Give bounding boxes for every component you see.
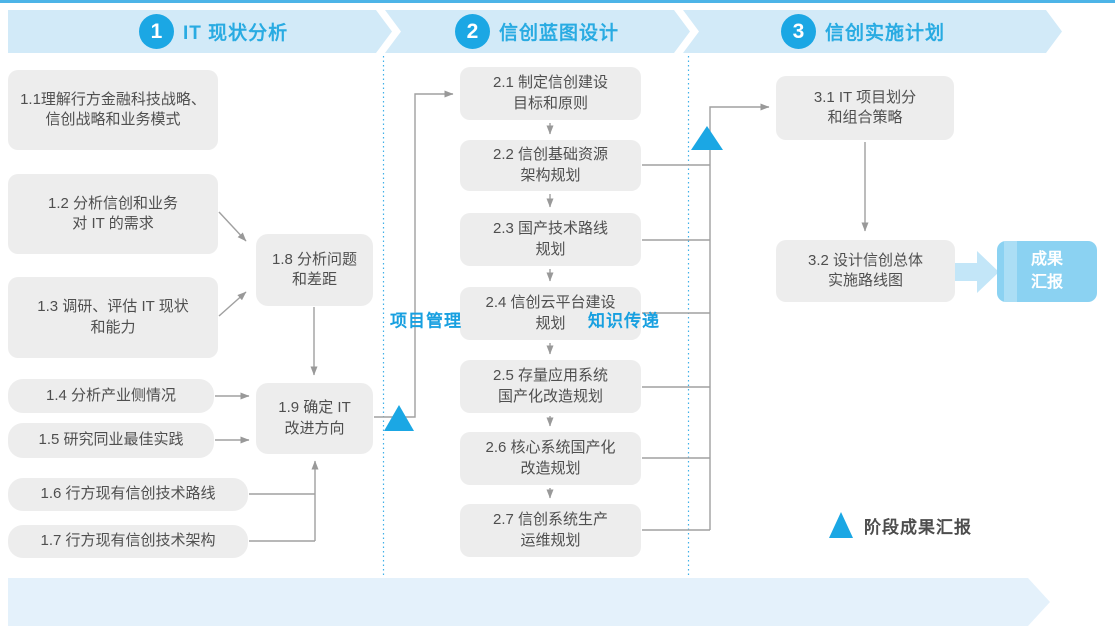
task-box-3-1: 3.1 IT 项目划分 和组合策略 <box>776 76 954 140</box>
task-box-1-7: 1.7 行方现有信创技术架构 <box>8 525 248 558</box>
milestone-triangle-phase2-icon <box>691 126 723 150</box>
legend: 阶段成果汇报 <box>829 512 972 538</box>
phase-3-title: 信创实施计划 <box>825 23 946 44</box>
task-box-2-2: 2.2 信创基础资源 架构规划 <box>460 140 641 191</box>
task-box-2-3: 2.3 国产技术路线 规划 <box>460 213 641 266</box>
milestone-triangle-legend-icon <box>829 512 853 538</box>
legend-label: 阶段成果汇报 <box>864 517 972 537</box>
task-box-3-2: 3.2 设计信创总体 实施路线图 <box>776 240 955 302</box>
result-report-box: 成果 汇报 <box>997 241 1097 302</box>
task-box-2-6: 2.6 核心系统国产化 改造规划 <box>460 432 641 485</box>
task-box-1-1: 1.1理解行方金融科技战略、 信创战略和业务模式 <box>8 70 218 150</box>
phase-1-title: IT 现状分析 <box>183 23 289 44</box>
task-box-2-7: 2.7 信创系统生产 运维规划 <box>460 504 641 557</box>
task-box-2-4: 2.4 信创云平台建设 规划 <box>460 287 641 340</box>
phase-3-number-badge: 3 <box>781 14 816 49</box>
footer-label-knowledge-transfer: 知识传递 <box>588 311 660 331</box>
phase-2-header: 2 信创蓝图设计 <box>385 10 690 53</box>
task-box-1-5: 1.5 研究同业最佳实践 <box>8 423 214 458</box>
task-box-1-3: 1.3 调研、评估 IT 现状 和能力 <box>8 277 218 358</box>
result-arrow-icon <box>955 251 999 293</box>
task-box-1-2: 1.2 分析信创和业务 对 IT 的需求 <box>8 174 218 254</box>
phase-2-number-badge: 2 <box>455 14 490 49</box>
task-box-2-1: 2.1 制定信创建设 目标和原则 <box>460 67 641 120</box>
top-edge-strip <box>0 0 1115 3</box>
task-box-1-9: 1.9 确定 IT 改进方向 <box>256 383 373 454</box>
milestone-triangle-phase1-icon <box>384 405 414 431</box>
task-box-2-5: 2.5 存量应用系统 国产化改造规划 <box>460 360 641 413</box>
footer-band <box>8 578 1050 626</box>
footer-label-project-management: 项目管理 <box>390 311 462 331</box>
task-box-1-8: 1.8 分析问题 和差距 <box>256 234 373 306</box>
task-box-1-6: 1.6 行方现有信创技术路线 <box>8 478 248 511</box>
phase-1-header: 1 IT 现状分析 <box>8 10 392 53</box>
phase-2-title: 信创蓝图设计 <box>499 23 620 44</box>
task-box-1-4: 1.4 分析产业侧情况 <box>8 379 214 413</box>
phase-1-number-badge: 1 <box>139 14 174 49</box>
phase-3-header: 3 信创实施计划 <box>683 10 1062 53</box>
